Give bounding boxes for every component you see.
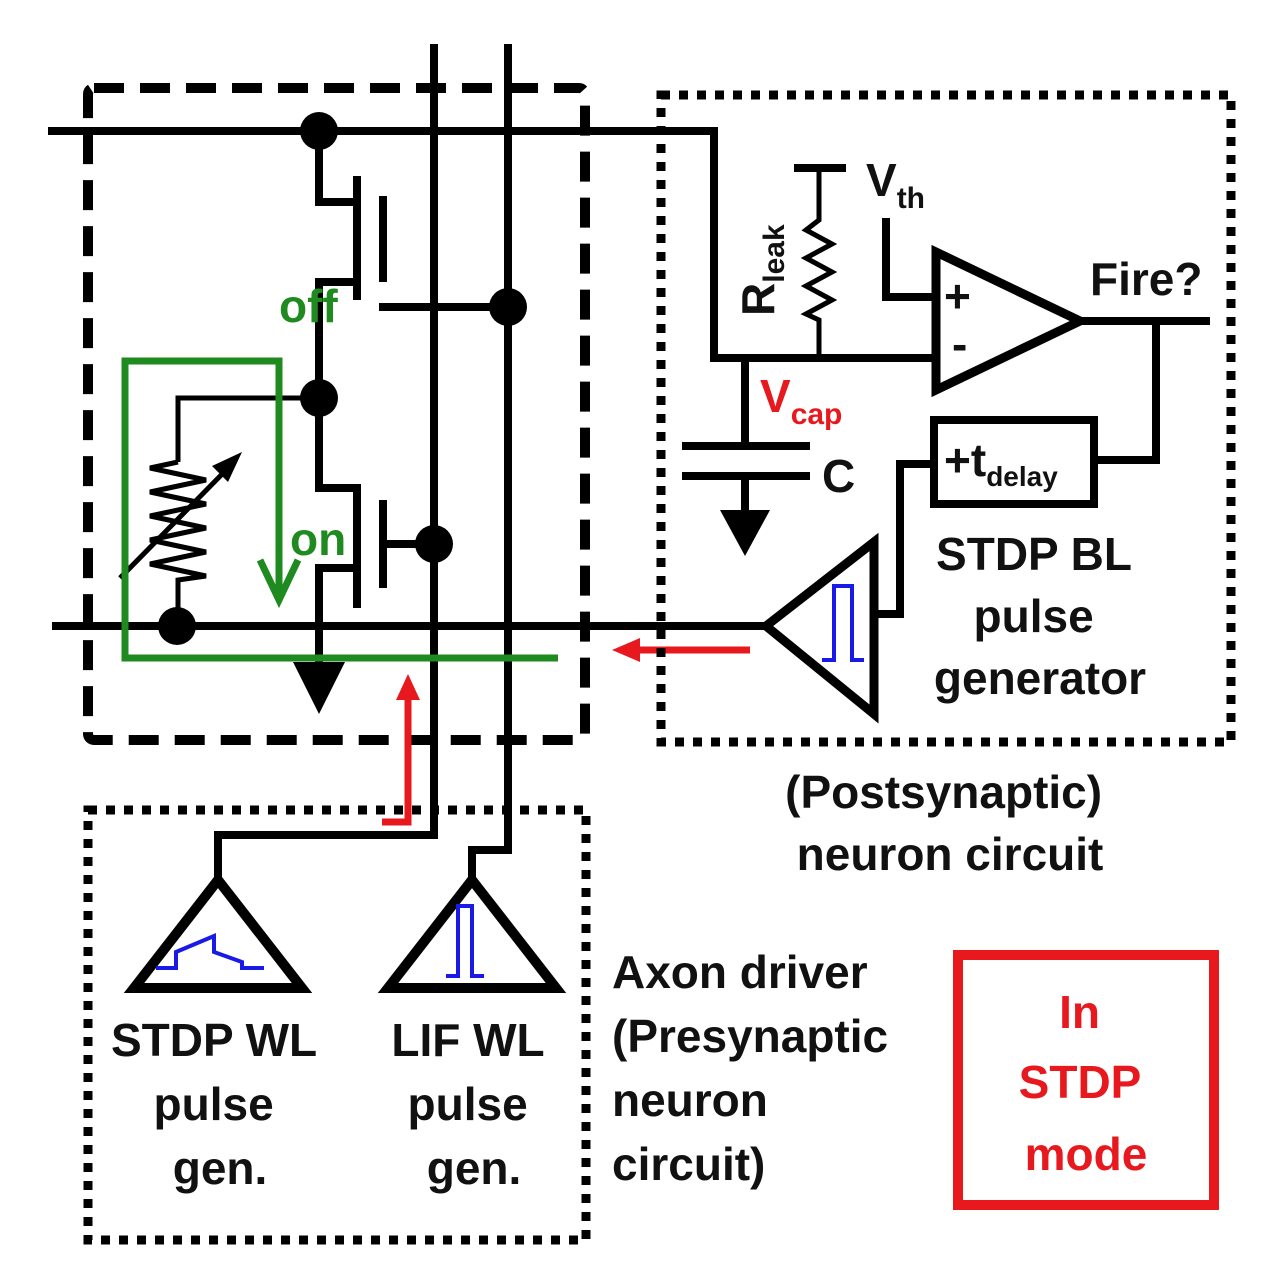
junction-dot [300,379,338,417]
neuron-circuit: Rleak Vth + - Fire? Vcap C [656,90,1236,747]
capacitor-label: C [822,450,855,502]
stdp-wl-signal-arrow [382,674,420,826]
off-transistor [353,176,512,311]
r-leak-subscript: leak [758,224,791,283]
delay-to-pulse-wire [870,460,938,618]
ground-symbol [720,510,770,556]
lif-wl-label-line: LIF WL [391,1014,543,1066]
mode-badge-line: In [1059,986,1100,1038]
mid-node-wire [315,278,359,492]
lif-wl-pulse-generator [377,871,567,993]
r-leak-label: R [732,283,784,316]
junction-dot [300,112,338,150]
bl-pulse-label-line: STDP BL [936,528,1131,580]
axon-driver: STDP WL pulse gen. LIF WL pulse gen. [83,805,591,1245]
ground-symbol [293,662,345,714]
v-th-wire [882,218,940,301]
off-transistor-label: off [279,280,338,332]
stdp-wl-label-line: gen. [173,1142,268,1194]
stdp-wl-feed-wire [214,831,438,884]
on-transistor-source [315,564,359,664]
on-transistor-label: on [290,513,346,565]
leak-resistor: Rleak [732,164,846,358]
stdp-wl-label-line: pulse [154,1078,274,1130]
stdp-wl-pulse-generator [123,871,313,993]
synapse-cell-border [83,83,590,745]
stdp-wl-waveform-icon [156,932,264,970]
memristor [118,395,319,620]
fire-label: Fire? [1090,253,1202,305]
mode-badge-line: STDP [1019,1056,1141,1108]
bl-signal-arrow [612,638,750,662]
comparator-minus: - [952,318,967,370]
svg-text:+tdelay: +tdelay [944,434,1058,492]
junction-dot [158,607,196,645]
neuron-circuit-border [656,90,1236,747]
svg-text:LIF WL pulse gen.: LIF WL pulse gen. [391,1014,556,1194]
v-cap-label: V [760,370,791,422]
axon-driver-border [83,805,591,1245]
bl-pulse-generator [758,532,879,724]
bl-pulse-waveform-icon [822,584,864,662]
axon-driver-caption: Axon driver (Presynaptic neuron circuit) [612,946,901,1190]
junction-dot [489,288,527,326]
comparator-plus: + [944,270,971,322]
svg-text:Vcap: Vcap [760,370,842,431]
variable-arrow-head [212,452,242,482]
v-cap-subscript: cap [791,398,843,431]
synapse-cell: off on [48,44,768,854]
stdp-wl-label-line: STDP WL [111,1014,316,1066]
delay-label: +t [944,434,986,486]
variable-arrow [118,462,234,580]
bl-pulse-label-line: generator [934,652,1146,704]
junction-dot [415,525,453,563]
bl-pulse-label-line: pulse [974,590,1094,642]
lif-wl-label-line: gen. [427,1142,522,1194]
v-th-label: V [866,154,897,206]
current-path [121,357,558,662]
svg-text:Rleak: Rleak [732,224,791,316]
neuron-input-wire [710,127,940,362]
svg-text:STDP WL pulse gen.: STDP WL pulse gen. [111,1014,329,1194]
capacitor [682,442,810,556]
mode-badge: In STDP mode [953,950,1219,1210]
feedback-wire [1092,317,1160,464]
mode-badge-line: mode [1025,1128,1148,1180]
svg-text:Vth: Vth [866,154,925,215]
delay-block: +tdelay [930,416,1098,508]
lif-wl-feed-wire [468,846,512,884]
lif-wl-label-line: pulse [408,1078,528,1130]
svg-text:In STDP mode: In STDP mode [1019,986,1154,1180]
neuron-circuit-caption: (Postsynaptic) neuron circuit [785,766,1115,880]
svg-text:STDP BL pulse gene: STDP BL pulse generator [934,528,1146,704]
lif-wl-waveform-icon [446,904,484,978]
transistor-chain-wire [315,127,359,206]
delay-subscript: delay [986,461,1058,492]
v-th-subscript: th [897,182,925,215]
comparator: + - [931,244,1091,398]
